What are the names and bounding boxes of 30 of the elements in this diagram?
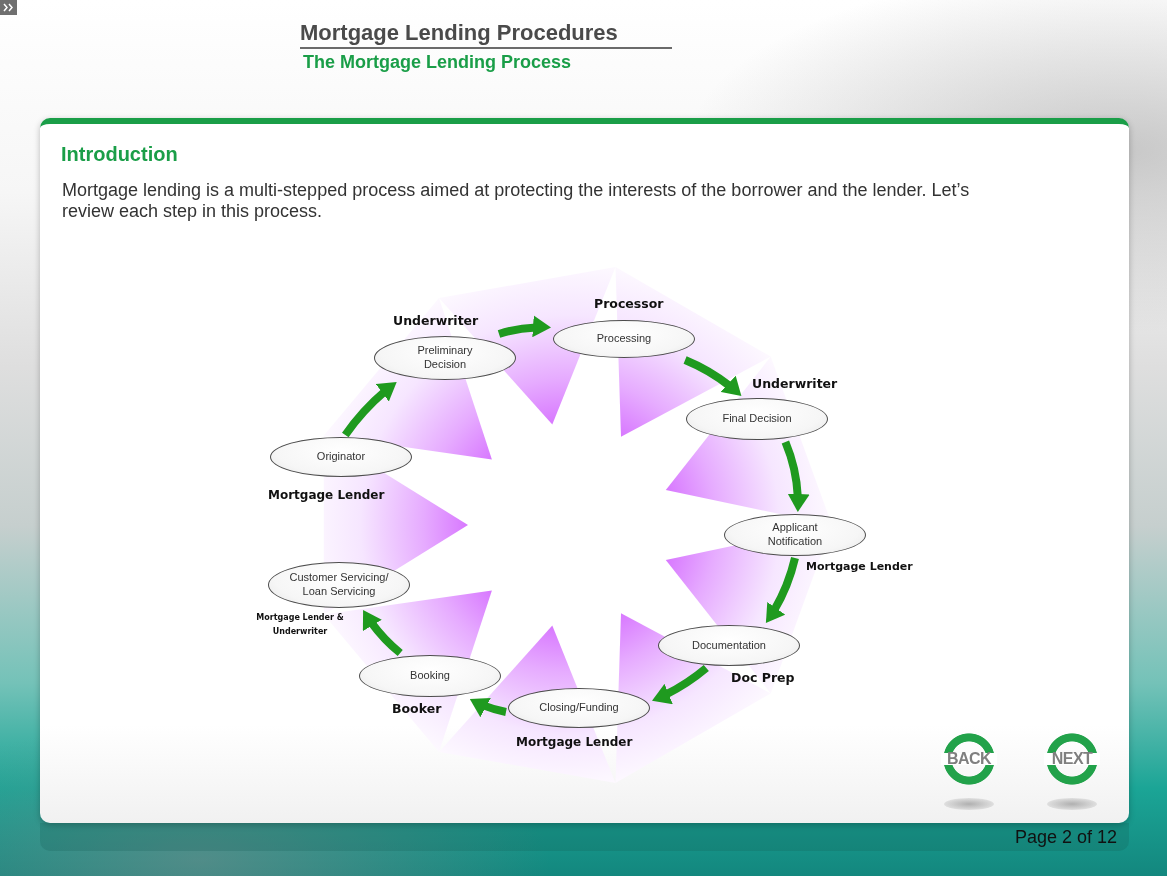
intro-paragraph: Mortgage lending is a multi-stepped process aimed at protecting the interests of the borrower and the lender. Let’s review each step in this process. [62, 180, 971, 222]
step-label: Originator [316, 450, 366, 464]
role-label: Mortgage Lender [806, 560, 913, 574]
step-label: Processing [596, 332, 652, 346]
arrow [497, 315, 552, 338]
step-label: Applicant Notification [766, 521, 824, 549]
role-label: Processor [594, 296, 664, 311]
arrow [467, 695, 507, 718]
content-card [40, 118, 1129, 823]
step-label: Customer Servicing/ Loan Servicing [288, 571, 390, 599]
role-label: Mortgage Lender & Underwriter [255, 612, 345, 639]
role-label: Underwriter [752, 376, 838, 391]
step-label: Final Decision [722, 412, 792, 426]
step-label: Closing/Funding [539, 701, 619, 715]
page-title: Mortgage Lending Procedures [300, 20, 672, 49]
role-label: Booker [392, 701, 442, 716]
arrow [650, 664, 709, 705]
role-label: Underwriter [393, 313, 479, 328]
page-subtitle: The Mortgage Lending Process [303, 52, 572, 73]
step-label: Preliminary Decision [416, 344, 474, 372]
section-heading: Introduction [61, 143, 178, 166]
role-label: Doc Prep [731, 670, 795, 685]
page-number: Page 2 of 12 [1014, 826, 1117, 848]
role-label: Mortgage Lender [268, 488, 385, 503]
step-label: Documentation [692, 638, 766, 653]
step-label: Booking [410, 669, 450, 683]
arrow [781, 440, 810, 513]
role-label: Mortgage Lender [516, 735, 633, 750]
nav-button: NEXT [1044, 733, 1100, 785]
nav-button: BACK [941, 733, 997, 785]
